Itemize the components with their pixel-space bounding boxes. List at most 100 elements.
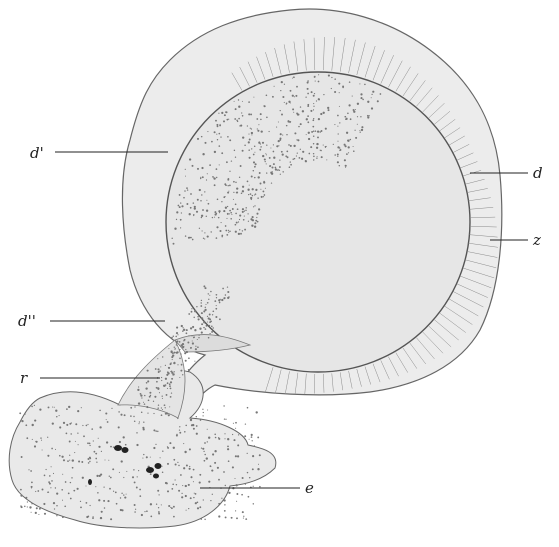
- stipple-dot: [346, 132, 348, 134]
- stipple-dot: [223, 405, 224, 406]
- stipple-dot: [190, 207, 192, 209]
- stipple-dot: [225, 294, 227, 296]
- stipple-dot: [87, 424, 88, 425]
- stipple-dot: [221, 152, 223, 154]
- stipple-dot: [238, 118, 240, 120]
- stipple-dot: [154, 396, 156, 398]
- stipple-dot: [193, 317, 194, 318]
- stipple-dot: [199, 335, 200, 336]
- stipple-dot: [192, 424, 194, 426]
- stipple-dot: [29, 506, 31, 508]
- stipple-dot: [73, 490, 75, 492]
- stipple-dot: [31, 482, 33, 484]
- stipple-dot: [200, 200, 202, 202]
- stipple-dot: [204, 191, 205, 192]
- stipple-dot: [157, 358, 158, 359]
- stipple-dot: [232, 466, 234, 468]
- stipple-dot: [254, 226, 256, 228]
- stipple-dot: [52, 407, 53, 408]
- stipple-dot: [201, 217, 202, 218]
- stipple-dot: [196, 433, 198, 435]
- stipple-dot: [232, 208, 234, 210]
- stipple-dot: [211, 326, 213, 328]
- stipple-dot: [51, 466, 52, 467]
- stipple-dot: [27, 501, 28, 502]
- stipple-dot: [189, 466, 190, 467]
- stipple-dot: [194, 329, 196, 331]
- stipple-dot: [231, 517, 233, 519]
- stipple-dot: [187, 342, 189, 344]
- stipple-dot: [34, 420, 36, 422]
- stipple-dot: [192, 239, 194, 241]
- stipple-dot: [289, 121, 291, 123]
- stipple-dot: [344, 159, 346, 161]
- stipple-dot: [245, 210, 246, 211]
- stipple-dot: [171, 378, 173, 380]
- stipple-dot: [183, 340, 184, 341]
- stipple-dot: [182, 330, 184, 332]
- stipple-dot: [241, 112, 242, 113]
- stipple-dot: [191, 311, 193, 313]
- stipple-dot: [252, 468, 254, 470]
- stipple-dot: [355, 137, 357, 139]
- stipple-dot: [138, 402, 140, 404]
- stipple-dot: [240, 165, 242, 167]
- stipple-dot: [197, 316, 199, 318]
- stipple-dot: [297, 152, 298, 153]
- stipple-dot: [221, 299, 223, 301]
- stipple-dot: [193, 337, 195, 339]
- stipple-dot: [315, 130, 317, 132]
- stipple-dot: [204, 287, 206, 289]
- stipple-dot: [31, 486, 33, 488]
- stipple-dot: [205, 304, 206, 305]
- stipple-dot: [180, 474, 182, 476]
- stipple-dot: [248, 194, 249, 195]
- stipple-dot: [206, 457, 208, 459]
- stipple-dot: [235, 157, 236, 158]
- stipple-dot: [218, 437, 219, 438]
- stipple-dot: [190, 237, 192, 239]
- stipple-dot: [98, 446, 100, 448]
- stipple-dot: [185, 169, 186, 170]
- stipple-dot: [100, 517, 102, 519]
- stipple-dot: [150, 516, 152, 518]
- stipple-dot: [77, 410, 79, 412]
- stipple-dot: [143, 421, 144, 422]
- stipple-dot: [313, 143, 314, 144]
- stipple-dot: [214, 211, 216, 213]
- stipple-dot: [317, 136, 319, 138]
- stipple-dot: [205, 328, 207, 330]
- stipple-dot: [215, 437, 217, 439]
- stipple-dot: [174, 371, 175, 372]
- stipple-dot: [143, 428, 145, 430]
- stipple-dot: [19, 412, 21, 414]
- stipple-dot: [237, 208, 239, 210]
- stipple-dot: [212, 494, 213, 495]
- stipple-dot: [258, 208, 260, 210]
- stipple-dot: [71, 477, 72, 478]
- stipple-dot: [94, 451, 96, 453]
- label-d-double-prime: d'': [18, 312, 36, 330]
- stipple-dot: [177, 418, 178, 419]
- stipple-dot: [235, 182, 236, 183]
- stipple-dot: [160, 366, 161, 367]
- stipple-dot: [244, 210, 245, 211]
- stipple-dot: [78, 460, 80, 462]
- stipple-dot: [253, 161, 255, 163]
- stipple-dot: [256, 217, 257, 218]
- stipple-dot: [219, 212, 220, 213]
- stipple-dot: [260, 143, 261, 144]
- stipple-dot: [251, 128, 252, 129]
- stipple-dot: [52, 422, 54, 424]
- nucleus: [88, 479, 92, 485]
- stipple-dot: [250, 218, 252, 220]
- stipple-dot: [115, 492, 117, 494]
- stipple-dot: [91, 428, 93, 430]
- stipple-dot: [273, 151, 275, 153]
- stipple-dot: [297, 139, 299, 141]
- stipple-dot: [249, 439, 250, 440]
- stipple-dot: [144, 403, 146, 405]
- stipple-dot: [224, 183, 226, 185]
- stipple-dot: [295, 95, 297, 97]
- stipple-dot: [306, 118, 308, 120]
